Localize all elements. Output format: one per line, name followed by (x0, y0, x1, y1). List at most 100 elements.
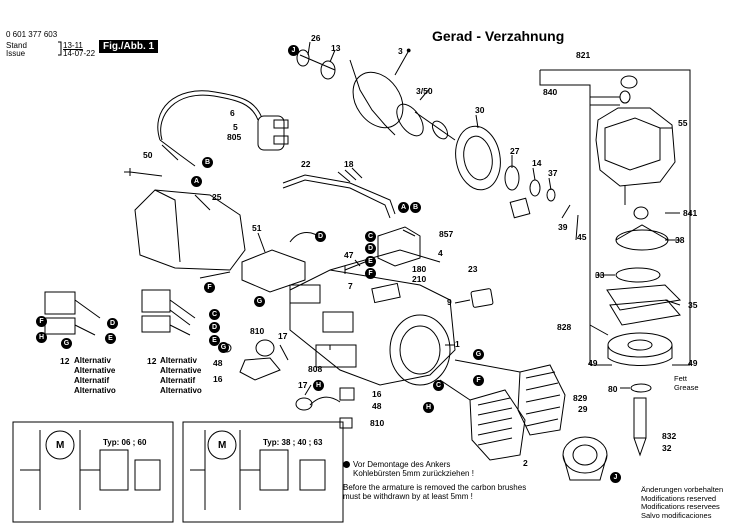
marker-c: C (433, 380, 444, 391)
marker-a: A (191, 176, 202, 187)
part-27: 27 (510, 146, 520, 156)
marker-h: H (423, 402, 434, 413)
alternativ-en: Alternative (160, 366, 202, 375)
figure-label: Fig./Abb. 1 (99, 40, 159, 53)
note-en-line2: must be withdrawn by at least 5mm ! (343, 492, 473, 501)
marker-b: B (202, 157, 213, 168)
part-810-a: 810 (250, 326, 265, 336)
part-48-a: 48 (213, 358, 223, 368)
marker-a: A (398, 202, 409, 213)
part-4: 4 (438, 248, 443, 258)
part-832: 832 (662, 431, 677, 441)
part-23: 23 (468, 264, 478, 274)
part-2: 2 (523, 458, 528, 468)
part-16-b: 16 (372, 389, 382, 399)
marker-f: F (204, 282, 215, 293)
part-7: 7 (348, 281, 353, 291)
type-label-1: Typ: 06 ; 60 (103, 438, 147, 447)
marker-c: C (365, 231, 376, 242)
part-33: 33 (595, 270, 605, 280)
marker-d: D (209, 322, 220, 333)
part-50: 50 (143, 150, 153, 160)
part-25: 25 (212, 192, 222, 202)
part-810-b: 810 (370, 418, 385, 428)
type-label-2: Typ: 38 ; 40 ; 63 (263, 438, 323, 447)
part-22: 22 (301, 159, 311, 169)
part-17-a: 17 (278, 331, 288, 341)
marker-f: F (365, 268, 376, 279)
bullet-icon (343, 461, 350, 468)
motor-symbol-1: M (56, 440, 65, 451)
part-805: 805 (227, 132, 242, 142)
marker-g: G (61, 338, 72, 349)
diagram-title: Gerad - Verzahnung (432, 28, 565, 44)
motor-symbol-2: M (218, 440, 227, 451)
marker-f: F (473, 375, 484, 386)
stand-label: Stand (6, 41, 27, 50)
part-35: 35 (688, 300, 698, 310)
note-de-line2: Kohlebürsten 5mm zurückziehen ! (353, 469, 474, 478)
part-47: 47 (344, 250, 354, 260)
part-39: 39 (558, 222, 568, 232)
issue-value: 14-07-22 (63, 49, 96, 58)
note-line-es: Salvo modificaciones (641, 510, 712, 520)
note-en-line1: Before the armature is removed the carbo… (343, 483, 527, 492)
part-841: 841 (683, 208, 698, 218)
part-30: 30 (475, 105, 485, 115)
note-line-fr: Modifications reservees (641, 502, 720, 511)
marker-e: E (209, 335, 220, 346)
alternativ-list-2: Alternativ Alternative Alternatif Altern… (160, 356, 202, 396)
marker-h: H (313, 380, 324, 391)
part-829: 829 (573, 393, 588, 403)
alternativ-es: Alternativo (74, 386, 116, 395)
part-48-b: 48 (372, 401, 382, 411)
part-210: 210 (412, 274, 427, 284)
alternativ-en: Alternative (74, 366, 116, 375)
bullet-mark: ● (406, 45, 412, 55)
marker-j: J (610, 472, 621, 483)
part-12-a: 12 (60, 356, 70, 366)
part-12-b: 12 (147, 356, 157, 366)
part-5: 5 (233, 122, 238, 132)
part-840: 840 (543, 87, 558, 97)
grease-en: Grease (674, 383, 699, 392)
part-37: 37 (548, 168, 558, 178)
part-9: 9 (447, 297, 452, 307)
alternativ-es: Alternativo (160, 386, 202, 395)
part-32: 32 (662, 443, 672, 453)
marker-e: E (105, 333, 116, 344)
marker-h: H (36, 332, 47, 343)
marker-d: D (315, 231, 326, 242)
part-857: 857 (439, 229, 454, 239)
modifications-note: Änderungen vorbehalten Modifications res… (641, 485, 724, 520)
marker-g: G (473, 349, 484, 360)
alternativ-fr: Alternatif (160, 376, 196, 385)
part-828: 828 (557, 322, 572, 332)
part-80: 80 (608, 384, 618, 394)
marker-b: B (410, 202, 421, 213)
stand-value: 13-11 (63, 41, 83, 50)
part-13: 13 (331, 43, 341, 53)
part-3-50: 3/50 (416, 86, 433, 96)
grease-de: Fett (674, 374, 687, 383)
note-line-de: Änderungen vorbehalten (641, 485, 724, 494)
part-6: 6 (230, 108, 235, 118)
note-de-line1: Vor Demontage des Ankers (353, 460, 451, 469)
part-16-a: 16 (213, 374, 223, 384)
part-51: 51 (252, 223, 262, 233)
issue-label: Issue (6, 49, 26, 58)
note-line-en: Modifications reserved (641, 493, 717, 503)
alternativ-fr: Alternatif (74, 376, 110, 385)
part-26: 26 (311, 33, 321, 43)
marker-g: G (254, 296, 265, 307)
part-45: 45 (577, 232, 587, 242)
marker-j: J (288, 45, 299, 56)
part-14: 14 (532, 158, 542, 168)
marker-g: G (218, 342, 229, 353)
grease-note: Fett Grease (674, 374, 699, 392)
part-number: 0 601 377 603 (6, 30, 58, 39)
part-49-b: 49 (688, 358, 698, 368)
alternativ-de: Alternativ (74, 356, 111, 365)
part-55: 55 (678, 118, 688, 128)
